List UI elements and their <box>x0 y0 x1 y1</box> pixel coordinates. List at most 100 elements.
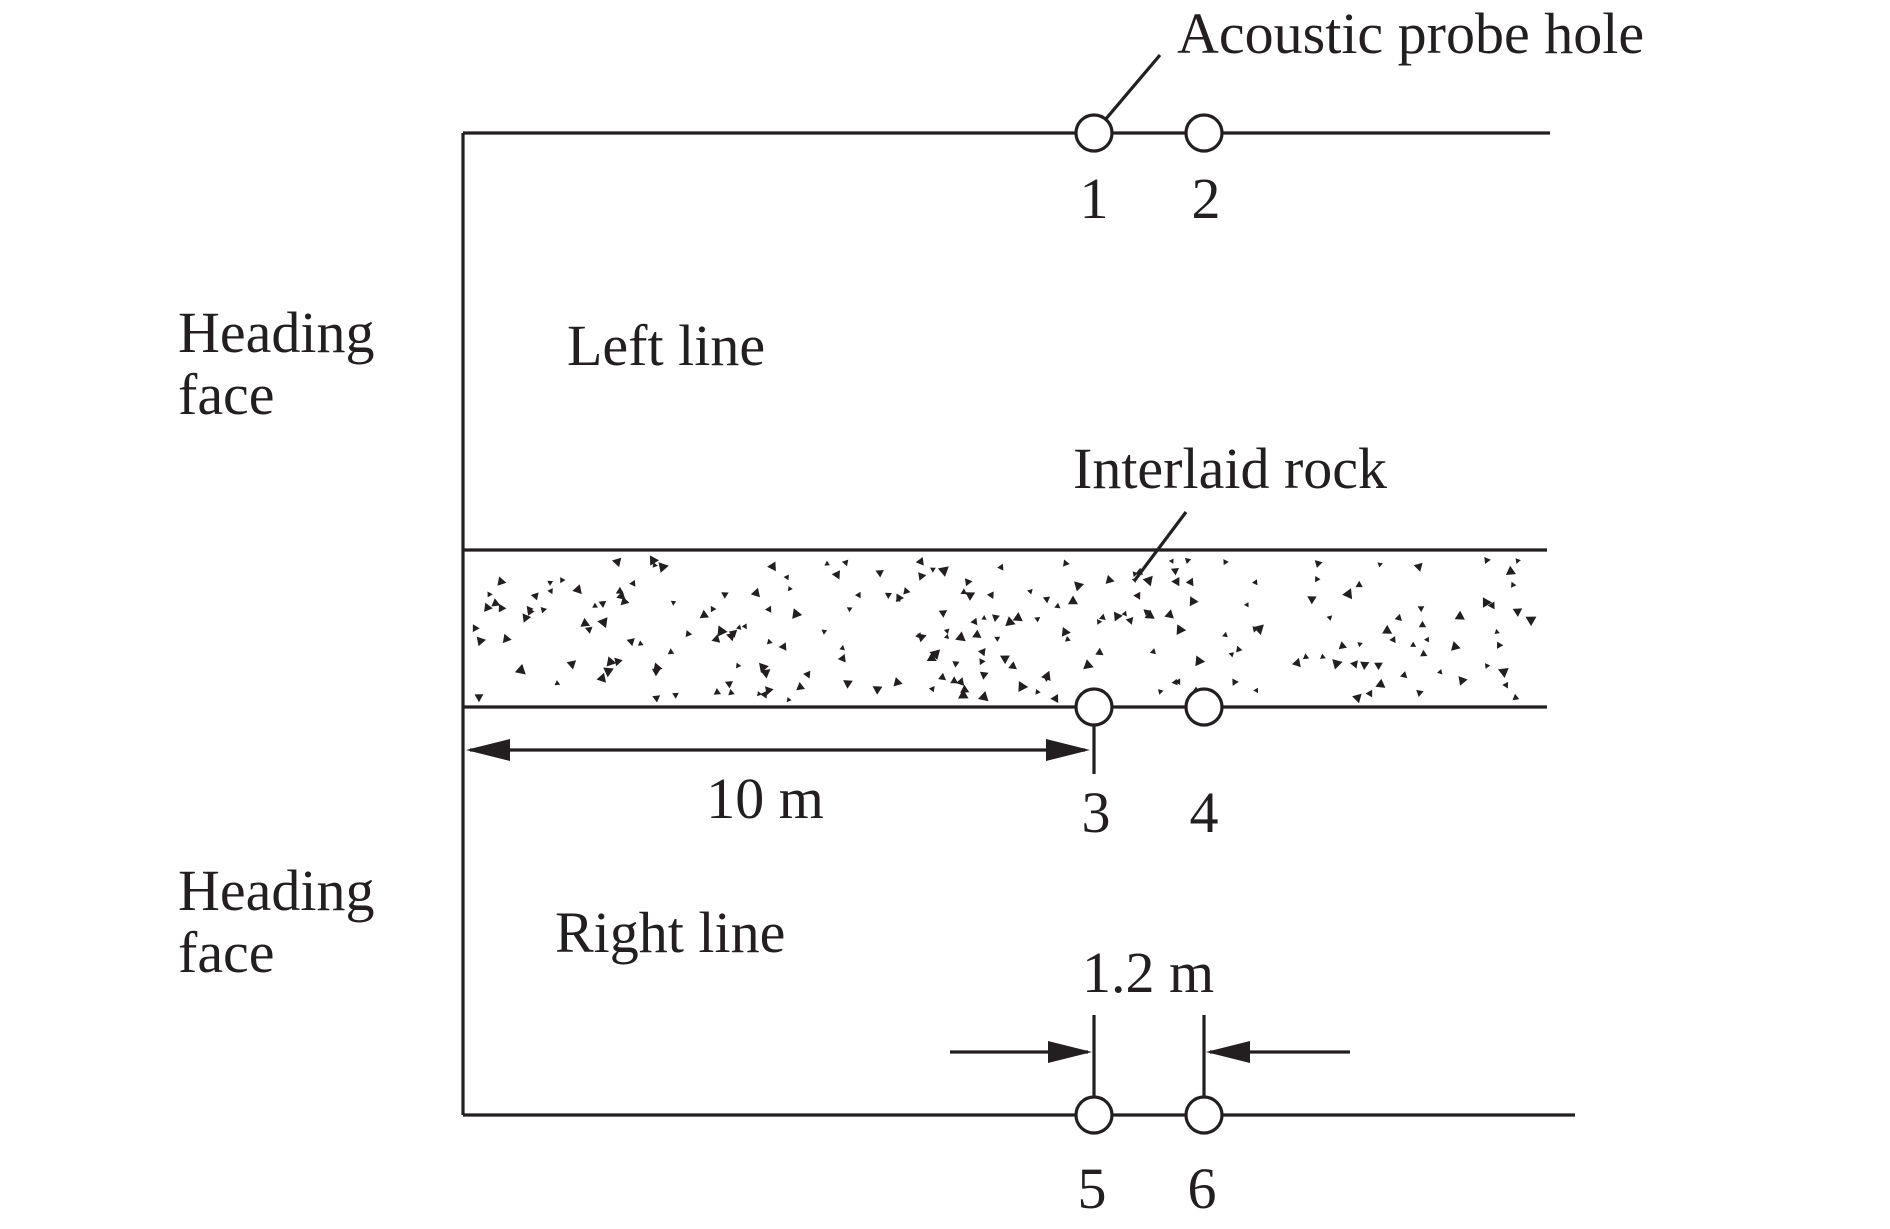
rock-speck <box>884 592 892 599</box>
rock-speck <box>788 586 793 592</box>
rock-speck <box>1067 595 1078 605</box>
dimension-10m-left-arrow <box>466 739 510 761</box>
rock-speck <box>965 592 976 601</box>
rock-speck <box>1338 641 1347 650</box>
rock-speck <box>821 629 828 635</box>
acoustic-probe-hole-label: Acoustic probe hole <box>1177 1 1644 66</box>
rock-speck <box>547 580 554 586</box>
rock-speck <box>937 566 949 577</box>
rock-speck <box>1063 559 1070 567</box>
rock-speck <box>1352 693 1362 704</box>
rock-speck <box>497 576 507 586</box>
interlaid-rock-band <box>463 548 1547 709</box>
rock-speck <box>926 652 937 661</box>
rock-speck <box>1512 608 1523 617</box>
heading-face-bottom-label-line1: Heading <box>178 858 375 923</box>
rock-speck <box>1413 562 1423 572</box>
rock-speck <box>854 591 861 599</box>
rock-speck <box>1253 624 1264 635</box>
rock-speck <box>653 662 663 673</box>
rock-speck <box>672 692 679 699</box>
rock-speck <box>792 608 803 619</box>
rock-speck <box>1222 631 1228 638</box>
rock-speck <box>1355 580 1363 588</box>
rock-speck <box>606 656 617 667</box>
rock-speck <box>1035 689 1041 695</box>
rock-speck <box>1315 576 1321 583</box>
rock-speck <box>1236 645 1243 653</box>
rock-speck <box>930 567 936 573</box>
rock-speck <box>1043 676 1050 682</box>
spacing-1-2m-label: 1.2 m <box>1082 940 1214 1005</box>
rock-speck <box>1132 571 1139 577</box>
rock-speck <box>796 682 805 691</box>
rock-speck <box>750 587 760 598</box>
rock-speck <box>741 623 747 630</box>
rock-speck <box>1195 655 1206 667</box>
dimension-10m <box>466 707 1096 774</box>
rock-speck <box>721 592 729 599</box>
rock-speck <box>1497 641 1504 649</box>
rock-speck <box>1420 649 1428 657</box>
rock-speck <box>846 607 853 613</box>
rock-speck <box>1350 660 1358 669</box>
rock-speck <box>522 613 532 623</box>
rock-speck <box>658 562 669 573</box>
rock-speck <box>1454 610 1465 620</box>
rock-speck <box>652 695 661 703</box>
rock-speck <box>757 691 762 697</box>
rock-speck <box>997 563 1004 571</box>
rock-speck <box>837 654 846 663</box>
rock-speck <box>760 669 771 679</box>
rock-speck <box>1502 681 1509 689</box>
rock-speck <box>1143 609 1151 616</box>
rock-speck <box>1097 619 1103 625</box>
rock-speck <box>1074 581 1085 592</box>
rock-speck <box>667 648 675 655</box>
rock-speck <box>1326 615 1333 621</box>
rock-speck <box>1008 661 1017 670</box>
dimension-1-2m <box>950 1015 1350 1115</box>
rock-speck <box>1374 662 1383 671</box>
dimension-10m-right-arrow <box>1046 739 1090 761</box>
rock-speck <box>670 600 677 606</box>
rock-speck <box>1365 689 1373 698</box>
rock-speck <box>1144 609 1155 619</box>
probe-hole-1 <box>1074 113 1114 153</box>
rock-speck <box>597 617 608 629</box>
rock-speck <box>566 660 577 670</box>
rock-speck <box>1064 636 1071 642</box>
rock-speck <box>1484 557 1491 564</box>
rock-speck <box>717 625 728 637</box>
rock-speck <box>956 677 965 686</box>
probe-hole-4 <box>1184 687 1224 727</box>
rock-speck <box>972 629 982 638</box>
rock-speck <box>1142 575 1153 587</box>
rock-speck <box>1105 574 1115 584</box>
rock-speck <box>1389 636 1396 644</box>
hole-label-4: 4 <box>1190 780 1219 845</box>
rock-speck <box>580 617 591 627</box>
rock-speck <box>713 688 721 695</box>
rock-speck <box>472 624 480 633</box>
rock-speck <box>803 670 811 679</box>
rock-speck <box>958 689 969 699</box>
rock-speck <box>1168 558 1174 564</box>
rock-speck <box>955 631 966 642</box>
rock-speck <box>1314 560 1323 568</box>
rock-speck <box>938 610 948 618</box>
rock-speck <box>474 694 484 703</box>
rock-speck <box>614 657 623 667</box>
rock-speck <box>498 603 507 613</box>
left-line-label: Left line <box>567 313 765 378</box>
rock-speck <box>736 662 742 669</box>
rock-speck <box>1382 624 1393 634</box>
interlaid-rock-leader <box>1133 511 1188 581</box>
rock-speck <box>1375 678 1386 688</box>
dimension-1-2m-left-arrow <box>1048 1041 1092 1063</box>
rock-speck <box>1332 659 1343 670</box>
rock-speck <box>1012 612 1023 622</box>
heading-face-top-label-line2: face <box>178 362 275 427</box>
rock-speck <box>1417 606 1425 613</box>
